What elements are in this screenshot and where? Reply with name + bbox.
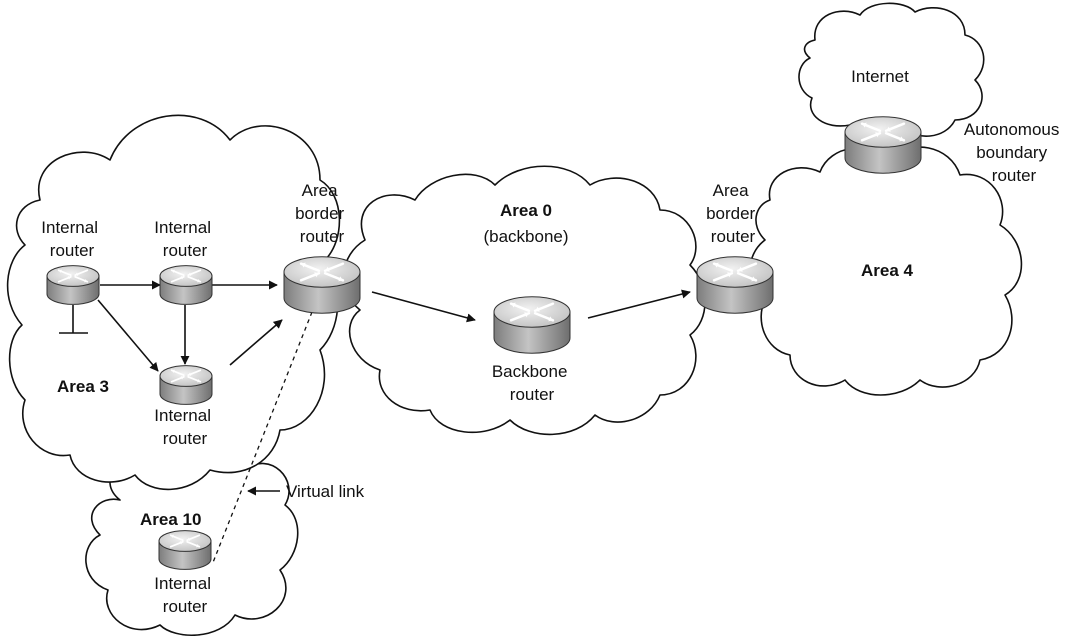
router-icon: [844, 116, 922, 174]
router-icon: [46, 265, 100, 305]
router-arrowhead: [535, 306, 540, 312]
router-arrowhead: [188, 372, 192, 376]
router-arrowhead: [67, 276, 71, 280]
area-0-title: Area 0: [500, 201, 552, 220]
virtual-link-line: [211, 311, 313, 566]
router-arrowhead: [727, 272, 732, 278]
area-4-label: Area 4: [861, 261, 914, 280]
router-top: [696, 256, 774, 288]
link-abr-backbone: [371, 291, 476, 323]
router-top: [159, 365, 213, 387]
area-3-label: Area 3: [57, 377, 109, 396]
router-arrowhead: [738, 266, 743, 272]
link-backbone-abr: [587, 289, 691, 319]
router-arrowhead: [58, 269, 62, 273]
area-10-label: Area 10: [140, 510, 201, 529]
router-arrowhead: [180, 376, 184, 380]
router-arrowhead: [84, 279, 88, 283]
internet-cloud: [798, 2, 985, 140]
internal-router-2-label: Internal router: [154, 218, 215, 260]
internal-router-10-label: Internal router: [154, 574, 215, 616]
link-internal1-internal3: [97, 299, 159, 372]
router-icon: [159, 365, 213, 405]
backbone-router-label: Backbone router: [492, 362, 572, 404]
virtual-link-label: Virtual link: [286, 482, 365, 501]
router-icon: [696, 256, 774, 314]
router-arrowhead: [314, 272, 319, 278]
router-top: [158, 530, 212, 552]
router-arrowhead: [171, 269, 175, 273]
router-top: [844, 116, 922, 148]
router-arrowhead: [548, 316, 553, 322]
router-icon: [158, 530, 212, 570]
router-arrowhead: [171, 369, 175, 373]
router-arrowhead: [875, 132, 880, 138]
router-arrowhead: [862, 122, 867, 128]
router-arrowhead: [197, 379, 201, 383]
router-icon: [283, 256, 361, 314]
router-arrowhead: [511, 302, 516, 308]
router-arrowhead: [170, 534, 174, 538]
router-arrowhead: [714, 262, 719, 268]
router-arrowhead: [197, 279, 201, 283]
internet-label: Internet: [851, 67, 909, 86]
links: [59, 280, 691, 566]
area-0-subtitle: (backbone): [483, 227, 568, 246]
router-top: [493, 296, 571, 328]
router-arrowhead: [325, 266, 330, 272]
internal-router-3-label: Internal router: [154, 406, 215, 448]
router-arrowhead: [196, 544, 200, 548]
router-top: [283, 256, 361, 288]
router-arrowhead: [899, 136, 904, 142]
router-arrowhead: [187, 537, 191, 541]
router-top: [46, 265, 100, 287]
router-arrowhead: [338, 276, 343, 282]
router-arrowhead: [886, 126, 891, 132]
autonomous-boundary-router-label: Autonomous boundary router: [964, 120, 1064, 185]
area-border-router-right-label: Area border router: [706, 181, 760, 246]
router-arrowhead: [524, 312, 529, 318]
router-arrowhead: [75, 272, 79, 276]
area-border-router-left-label: Area border router: [295, 181, 349, 246]
router-arrowhead: [180, 276, 184, 280]
router-top: [159, 265, 213, 287]
router-arrowhead: [301, 262, 306, 268]
internal-router-1-label: Internal router: [41, 218, 102, 260]
router-icon: [493, 296, 571, 354]
link-internal3-abr: [229, 319, 283, 366]
router-arrowhead: [188, 272, 192, 276]
router-icon: [159, 265, 213, 305]
router-arrowhead: [179, 541, 183, 545]
router-arrowhead: [751, 276, 756, 282]
